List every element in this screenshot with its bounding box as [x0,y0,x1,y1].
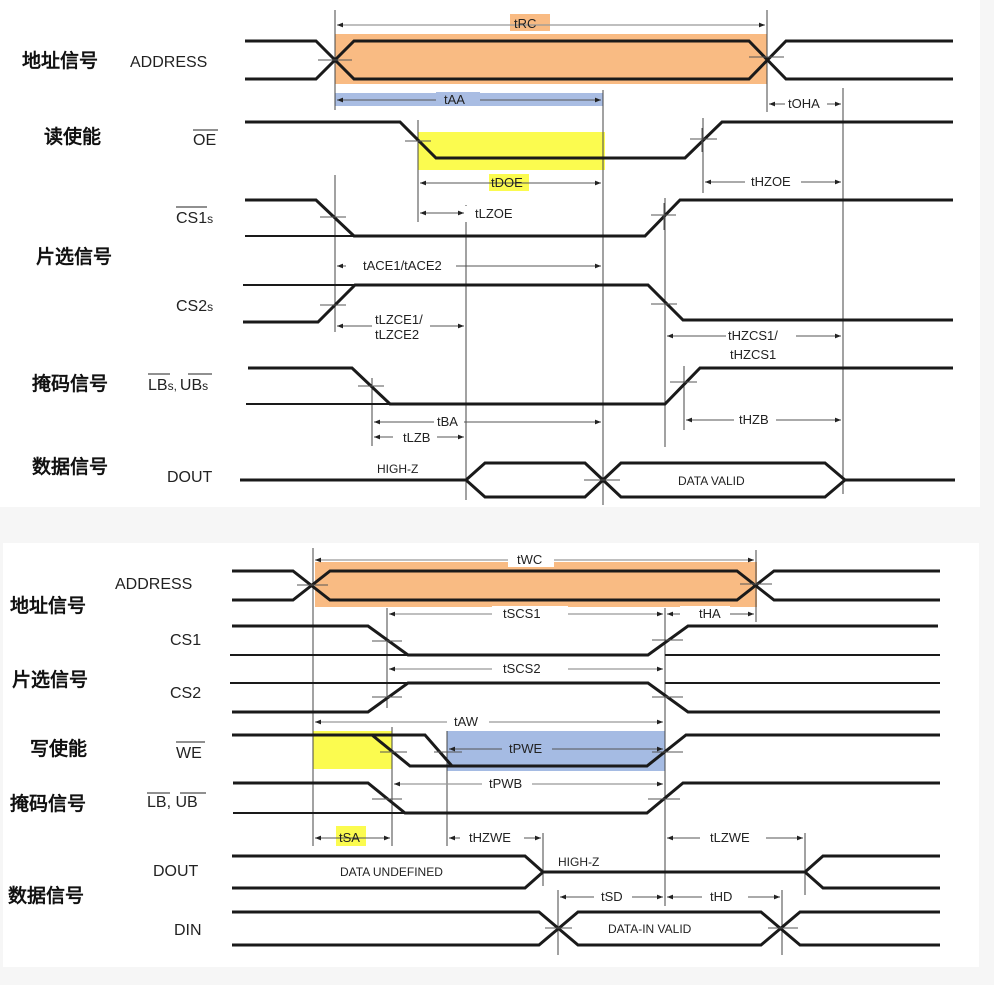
signal-name-lb-ub: LB, UB [147,794,198,811]
state-data-valid: DATA VALID [678,474,745,488]
state-high-z: HIGH-Z [558,855,599,869]
timing-tscs1: tSCS1 [503,606,541,621]
signal-name-cs1: CS1s [176,210,213,227]
group-label-data: 数据信号 [8,884,84,907]
signal-name-dout: DOUT [153,863,199,880]
write-din-waveform [232,910,940,947]
timing-tsd: tSD [601,889,623,904]
timing-tace: tACE1/tACE2 [363,258,442,273]
timing-thzoe: tHZOE [751,174,791,189]
timing-tlzce-line1: tLZCE1/ [375,312,423,327]
signal-name-cs2: CS2s [176,298,213,315]
group-label-mask: 掩码信号 [32,372,108,395]
tdoe-highlight [418,132,605,170]
write-dout-waveform [232,854,940,890]
timing-thzb: tHZB [739,412,769,427]
group-label-chip-select: 片选信号 [12,668,88,691]
signal-name-cs2: CS2 [170,685,201,702]
timing-tscs2: tSCS2 [503,661,541,676]
signal-name-address: ADDRESS [130,54,207,71]
timing-tlzoe: tLZOE [475,206,513,221]
timing-taa: tAA [444,92,465,107]
group-label-address: 地址信号 [22,49,98,72]
timing-thzcs-line1: tHZCS1/ [728,328,778,343]
group-label-chip-select: 片选信号 [36,245,112,268]
timing-tpwb: tPWB [489,776,522,791]
write-cs1-waveform [230,624,940,657]
write-cycle-panel: 地址信号 片选信号 写使能 掩码信号 数据信号 ADDRESS CS1 CS2 … [3,543,979,967]
read-dout-waveform [240,461,955,499]
signal-name-we: WE [176,745,202,762]
group-label-read-enable: 读使能 [44,125,101,148]
write-cs2-waveform [230,681,940,714]
timing-tha: tHA [699,606,721,621]
timing-tdoe: tDOE [491,175,523,190]
write-address-waveform [232,569,940,602]
read-lb-ub-waveform [246,366,953,406]
timing-tlzb: tLZB [403,430,430,445]
state-data-in-valid: DATA-IN VALID [608,922,692,936]
read-cycle-panel: 地址信号 读使能 片选信号 掩码信号 数据信号 ADDRESS OE CS1s … [22,10,955,505]
write-we-waveform [232,733,940,768]
timing-taw: tAW [454,714,479,729]
timing-tlzce-line2: tLZCE2 [375,327,419,342]
signal-name-cs1: CS1 [170,632,201,649]
signal-name-oe: OE [193,132,216,149]
group-label-mask: 掩码信号 [10,792,86,815]
timing-tlzwe: tLZWE [710,830,750,845]
timing-tsa: tSA [339,830,360,845]
signal-name-lb-ub: LBs,UBs [148,377,208,394]
read-cycle-diagram: 地址信号 读使能 片选信号 掩码信号 数据信号 ADDRESS OE CS1s … [22,10,955,505]
state-high-z: HIGH-Z [377,462,418,476]
timing-tpwe: tPWE [509,741,543,756]
read-oe-waveform [245,120,953,160]
write-cycle-diagram: 地址信号 片选信号 写使能 掩码信号 数据信号 ADDRESS CS1 CS2 … [8,548,940,955]
timing-trc: tRC [514,16,536,31]
timing-twc: tWC [517,552,542,567]
read-address-waveform [245,39,953,81]
signal-name-address: ADDRESS [115,576,192,593]
write-lb-ub-waveform [233,781,940,815]
timing-tba: tBA [437,414,458,429]
tsa-highlight [313,731,392,769]
group-label-data: 数据信号 [32,455,108,478]
state-data-undefined: DATA UNDEFINED [340,865,443,879]
timing-thzwe: tHZWE [469,830,511,845]
timing-thzcs-line2: tHZCS1 [730,347,776,362]
read-cs1-waveform [245,198,953,238]
timing-toha: tOHA [788,96,820,111]
group-label-address: 地址信号 [10,594,86,617]
group-label-write-enable: 写使能 [30,737,87,760]
read-cs2-waveform [243,283,953,324]
signal-name-dout: DOUT [167,469,213,486]
signal-name-din: DIN [174,922,202,939]
timing-thd: tHD [710,889,732,904]
